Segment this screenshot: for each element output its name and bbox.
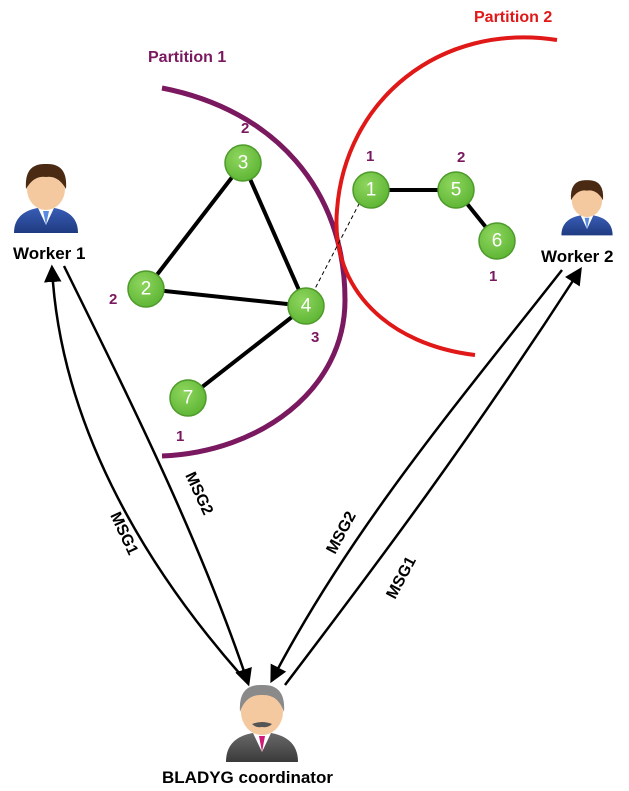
node-label: 1: [366, 180, 377, 201]
worker-1-icon: [14, 163, 78, 233]
arrow-w1-msg1: [44, 264, 241, 675]
worker-2-icon: [561, 180, 613, 236]
node-label: 2: [141, 279, 152, 300]
degree-node-3: 2: [241, 120, 249, 137]
degree-node-5: 2: [457, 149, 465, 166]
edge-2-4: [145, 287, 307, 308]
node-label: 6: [492, 231, 503, 252]
graph-node-5: 5: [437, 171, 475, 209]
graph-node-1: 1: [352, 171, 390, 209]
worker-1-label: Worker 1: [13, 244, 85, 263]
edge-3-4: [241, 162, 308, 307]
arrow-w2-msg1: [284, 267, 582, 686]
worker-2-label: Worker 2: [541, 247, 613, 266]
coordinator-label: BLADYG coordinator: [162, 768, 333, 787]
coordinator-icon: [226, 684, 298, 762]
msg2-label-worker2: MSG2: [324, 509, 360, 557]
degree-node-7: 1: [176, 428, 184, 445]
node-label: 5: [451, 180, 462, 201]
msg1-label-worker1: MSG1: [106, 510, 141, 558]
partition-1-label: Partition 1: [148, 49, 226, 66]
graph-node-7: 7: [169, 379, 207, 417]
graph-node-3: 3: [224, 144, 262, 182]
node-label: 3: [238, 153, 249, 174]
node-label: 7: [183, 388, 194, 409]
edge-4-7: [186, 304, 308, 400]
msg2-label-worker1: MSG2: [181, 470, 216, 518]
degree-node-6: 1: [489, 268, 497, 285]
cut-edge-4-1: [305, 201, 361, 307]
partition-1-boundary: [161, 85, 348, 459]
graph-node-6: 6: [478, 222, 516, 260]
graph-node-2: 2: [127, 270, 165, 308]
msg1-label-worker2: MSG1: [384, 554, 420, 602]
graph-node-4: 4: [287, 287, 325, 325]
degree-node-4: 3: [311, 329, 319, 346]
partition-2-label: Partition 2: [474, 9, 552, 26]
edge-3-2: [144, 161, 245, 291]
degree-node-2: 2: [109, 291, 117, 308]
degree-node-1: 1: [366, 148, 374, 165]
node-label: 4: [301, 296, 312, 317]
arrow-w2-msg2: [270, 269, 563, 684]
partition-2-boundary: [334, 35, 558, 357]
arrow-w1-msg2: [62, 265, 252, 687]
